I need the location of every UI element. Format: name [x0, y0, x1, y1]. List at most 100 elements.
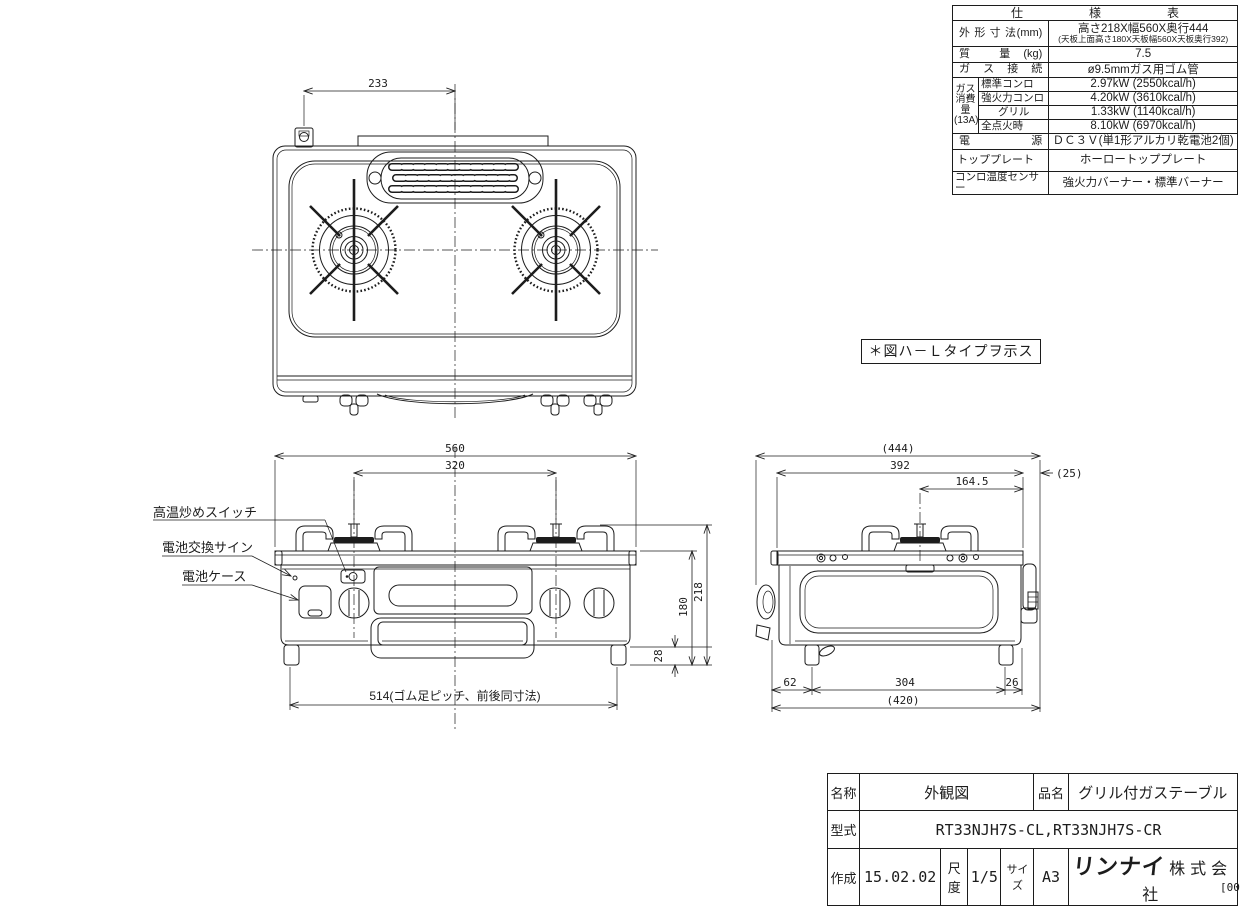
dim-text-233: 233 [368, 77, 388, 90]
svg-text:180: 180 [677, 597, 690, 617]
svg-text:392: 392 [890, 459, 910, 472]
dim-front-heights: 218 180 28 [600, 525, 712, 677]
spec-label-top-plate: トッププレート [951, 149, 1050, 172]
spec-label-outer-dims: 外 形 寸 法(mm) [951, 20, 1050, 47]
side-top-plate [776, 550, 1024, 566]
title-block: 名称 外観図 品名 グリル付ガステーブル 型式 RT33NJH7S-CL,RT3… [826, 773, 1239, 906]
dim-side-444: (444) [756, 442, 1040, 712]
side-view: (444) 392 (25) 164.5 62 304 26 [756, 442, 1083, 712]
rear-vent-hood [357, 135, 549, 147]
grill-exhaust-vent [366, 151, 544, 204]
grill-window [373, 566, 533, 615]
svg-text:62: 62 [783, 676, 796, 689]
front-foot-left [283, 644, 300, 666]
plan-knob-right2 [583, 394, 613, 416]
svg-text:(444): (444) [881, 442, 914, 455]
svg-text:高温炒めスイッチ: 高温炒めスイッチ [153, 505, 257, 520]
spec-label-power: 電 源 [951, 133, 1050, 150]
rinnai-logo: リンナイ [1071, 854, 1167, 879]
svg-text:28: 28 [652, 649, 665, 662]
gas-connection-stub [1020, 563, 1039, 624]
dim-plan-233: 233 [304, 77, 455, 130]
title-block-model-value: RT33NJH7S-CL,RT33NJH7S-CR [859, 810, 1238, 849]
side-plate-screws [816, 553, 979, 563]
svg-text:218: 218 [692, 582, 705, 602]
svg-text:(25): (25) [1056, 467, 1083, 480]
plan-front-edge [277, 375, 632, 416]
callout-battery-case: 電池ケース [182, 569, 298, 600]
front-foot-right [610, 644, 627, 666]
svg-text:164.5: 164.5 [955, 475, 988, 488]
front-body-outline [280, 565, 631, 646]
spec-value-sensor: 強火力バーナー・標準バーナー [1048, 170, 1238, 196]
dim-front-560: 560 [275, 442, 636, 547]
plan-body-outline [272, 145, 637, 397]
top-plate-area [288, 160, 621, 338]
spec-gas-row-name: グリル [978, 105, 1050, 120]
spec-value-top-plate: ホーロートッププレート [1048, 149, 1238, 172]
dim-front-320: 320 [354, 459, 556, 520]
spec-gas-row-name: 全点火時 [978, 119, 1050, 134]
high-temp-switch [340, 569, 366, 584]
spec-table: 仕 様 表 外 形 寸 法(mm) 高さ218X幅560X奥行444 (天板上面… [951, 5, 1238, 196]
sheet-corner-text: [00 [1220, 881, 1240, 894]
title-block-size-label: サイズ [1000, 848, 1035, 906]
svg-text:560: 560 [445, 442, 465, 455]
dim-side-392: 392 [777, 459, 1023, 548]
svg-text:320: 320 [445, 459, 465, 472]
title-block-name-value: 外観図 [859, 773, 1035, 811]
battery-sign-led [292, 575, 298, 581]
title-block-created-label: 作成 [826, 848, 861, 906]
type-note: ＊図ハ－Ｌタイプヲ示ス [861, 339, 1041, 364]
spec-gas-row-value: 4.20kW (3610kcal/h) [1048, 91, 1238, 106]
plan-knob-right1 [540, 394, 570, 416]
dim-front-514: 514(ゴム足ピッチ、前後同寸法) [290, 667, 617, 710]
spec-title: 仕 様 表 [952, 5, 1238, 21]
drain-plug [819, 645, 835, 657]
battery-case [298, 585, 332, 619]
title-block-scale-label: 尺度 [940, 848, 969, 906]
title-block-item-value: グリル付ガステーブル [1067, 773, 1239, 811]
callout-high-temp-switch: 高温炒めスイッチ [153, 505, 347, 573]
spec-value-outer-dims: 高さ218X幅560X奥行444 (天板上面高さ180X天板幅560X天板奥行3… [1048, 20, 1238, 47]
front-top-plate [274, 550, 637, 566]
svg-text:電池ケース: 電池ケース [182, 569, 246, 584]
spec-gas-row-name: 標準コンロ [978, 77, 1050, 92]
dim-side-bottom: 62 304 26 (420) [772, 640, 1040, 712]
spec-value-power: ＤＣ３Ｖ(単1形アルカリ乾電池2個) [1048, 133, 1238, 150]
svg-text:304: 304 [895, 676, 915, 689]
gas-inlet [294, 127, 314, 148]
knob-right1 [539, 587, 571, 619]
title-block-scale-value: 1/5 [967, 848, 1002, 906]
plan-knob-left [339, 394, 369, 416]
svg-text:26: 26 [1005, 676, 1018, 689]
dim-side-164-5: 164.5 [920, 475, 1023, 489]
spec-gas-row-name: 強火力コンロ [978, 91, 1050, 106]
title-block-company: リンナイ 株式会社 [1067, 848, 1239, 906]
spec-label-gas-consumption: ガス 消費量 (13A) [951, 77, 980, 134]
side-body-outline [778, 565, 1022, 646]
side-panel-emboss [799, 570, 999, 634]
spec-label-weight: 質 量(kg) [951, 46, 1050, 63]
title-block-name-label: 名称 [826, 773, 861, 811]
plan-view: 233 [252, 77, 658, 420]
svg-text:電池交換サイン: 電池交換サイン [162, 540, 253, 555]
front-view: 560 320 218 180 28 514(ゴム足ピッチ、前後 [275, 442, 712, 730]
title-block-item-label: 品名 [1033, 773, 1069, 811]
spec-value-gas-connection: ø9.5mmガス用ゴム管 [1048, 62, 1238, 78]
title-block-created-value: 15.02.02 [859, 848, 942, 906]
title-block-model-label: 型式 [826, 810, 861, 849]
side-foot-rear [998, 644, 1014, 666]
svg-text:514(ゴム足ピッチ、前後同寸法): 514(ゴム足ピッチ、前後同寸法) [369, 688, 540, 703]
side-foot-front [804, 644, 820, 666]
spec-gas-row-value: 1.33kW (1140kcal/h) [1048, 105, 1238, 120]
callouts: 高温炒めスイッチ 電池交換サイン 電池ケース [153, 505, 347, 600]
grill-drawer [370, 617, 535, 659]
spec-label-sensor: コンロ温度センサー [951, 170, 1050, 196]
spec-label-gas-connection: ガ ス 接 続 [951, 62, 1050, 78]
spec-gas-row-value: 8.10kW (6970kcal/h) [1048, 119, 1238, 134]
spec-gas-row-value: 2.97kW (2550kcal/h) [1048, 77, 1238, 92]
knob-right2 [583, 587, 615, 619]
callout-battery-sign: 電池交換サイン [162, 540, 291, 576]
